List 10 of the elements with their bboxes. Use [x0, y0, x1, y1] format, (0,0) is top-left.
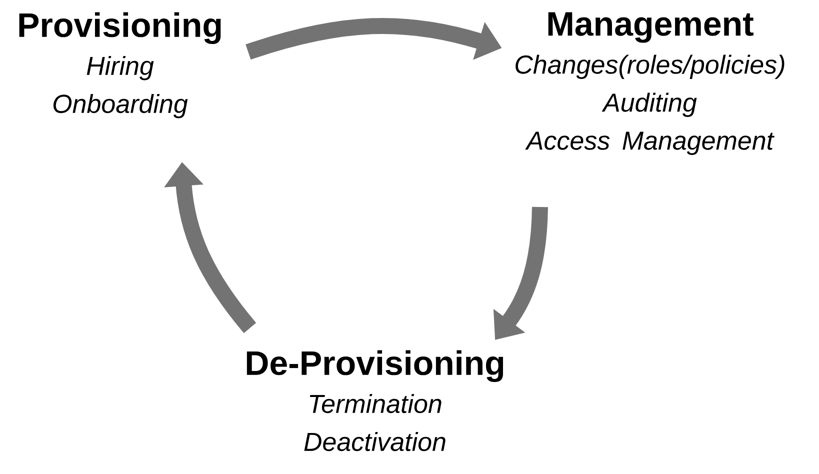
item-text: Access Management [525, 132, 774, 155]
item-text: Termination [310, 394, 442, 414]
heading: De-Provisioning [246, 350, 504, 382]
item-text: Hiring [86, 56, 154, 80]
item-text: Changes(roles/policies) [516, 54, 784, 79]
heading: Management [548, 12, 754, 43]
item-text: Auditing [602, 92, 697, 117]
heading: Provisioning [19, 12, 221, 44]
item-text: Deactivation [304, 432, 446, 452]
item-text: Onboarding [53, 94, 188, 118]
